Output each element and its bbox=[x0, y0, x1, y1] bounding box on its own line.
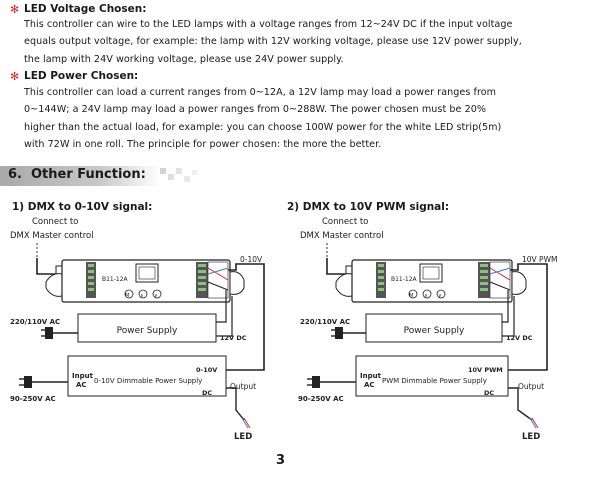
bullet-star-icon: ✻ bbox=[10, 70, 20, 83]
controller-device bbox=[335, 259, 527, 303]
voltage-line: the lamp with 24V working voltage, pleas… bbox=[24, 53, 344, 65]
diagram1-title: 1) DMX to 0-10V signal: bbox=[12, 201, 153, 213]
section-title: Other Function: bbox=[31, 167, 146, 182]
svg-text:0-10V: 0-10V bbox=[196, 366, 217, 374]
svg-text:AC: AC bbox=[364, 381, 375, 389]
svg-text:∨: ∨ bbox=[438, 293, 442, 299]
section-band bbox=[0, 166, 197, 186]
svg-text:10V PWM: 10V PWM bbox=[468, 366, 503, 374]
power-paragraph: This controller can load a current range… bbox=[24, 84, 501, 153]
controller-model-label: B11-12A bbox=[102, 276, 129, 283]
ac-input-label: 220/110V AC bbox=[10, 318, 60, 326]
voltage-line: This controller can wire to the LED lamp… bbox=[24, 19, 513, 30]
controller-model-label: B11-12A bbox=[391, 276, 418, 283]
svg-text:M: M bbox=[409, 293, 413, 299]
led-label: LED bbox=[522, 432, 540, 442]
ac-input-label: 220/110V AC bbox=[300, 318, 350, 326]
power-supply-label: Power Supply bbox=[117, 326, 178, 336]
svg-text:Output: Output bbox=[230, 382, 256, 391]
page-number: 3 bbox=[276, 453, 286, 468]
svg-text:Input: Input bbox=[72, 372, 94, 380]
diagram1-connect-line1: Connect to bbox=[32, 217, 79, 227]
power-line: with 72W in one roll. The principle for … bbox=[24, 138, 382, 150]
svg-text:∨: ∨ bbox=[154, 293, 158, 299]
section-number: 6. bbox=[8, 167, 22, 182]
svg-text:Output: Output bbox=[518, 382, 544, 391]
svg-text:∧: ∧ bbox=[424, 293, 428, 299]
voltage-heading: LED Voltage Chosen: bbox=[24, 3, 147, 15]
svg-text:90-250V AC: 90-250V AC bbox=[10, 395, 56, 403]
dc-label: 12V DC bbox=[506, 334, 533, 342]
output-signal-label: 10V PWM bbox=[522, 255, 557, 264]
svg-text:90-250V AC: 90-250V AC bbox=[298, 395, 344, 403]
power-line: This controller can load a current range… bbox=[24, 87, 497, 98]
led-label: LED bbox=[234, 432, 252, 442]
diagram2-connect-line2: DMX Master control bbox=[300, 231, 384, 241]
voltage-line: equals output voltage, for example: the … bbox=[24, 36, 522, 48]
controller-device bbox=[45, 259, 245, 303]
power-line: higher than the actual load, for example… bbox=[24, 121, 502, 133]
dc-label: 12V DC bbox=[220, 334, 247, 342]
voltage-paragraph: This controller can wire to the LED lamp… bbox=[24, 16, 522, 68]
diagram2-connect-line1: Connect to bbox=[322, 217, 369, 227]
bullet-star-icon: ✻ bbox=[10, 3, 20, 16]
diagram2-title: 2) DMX to 10V PWM signal: bbox=[287, 201, 450, 213]
svg-text:AC: AC bbox=[76, 381, 87, 389]
svg-text:M: M bbox=[125, 293, 129, 299]
driver-label: PWM Dimmable Power Supply bbox=[382, 377, 487, 385]
power-supply-label: Power Supply bbox=[404, 326, 465, 336]
driver-label: 0-10V Dimmable Power Supply bbox=[94, 377, 202, 385]
svg-text:DC: DC bbox=[202, 389, 212, 397]
svg-text:Input: Input bbox=[360, 372, 382, 380]
diagram1-connect-line2: DMX Master control bbox=[10, 231, 94, 241]
output-signal-label: 0-10V bbox=[240, 255, 263, 264]
svg-text:∧: ∧ bbox=[140, 293, 144, 299]
power-heading: LED Power Chosen: bbox=[24, 70, 139, 82]
svg-text:DC: DC bbox=[484, 389, 494, 397]
power-line: 0~144W; a 24V lamp may load a power rang… bbox=[24, 104, 487, 116]
